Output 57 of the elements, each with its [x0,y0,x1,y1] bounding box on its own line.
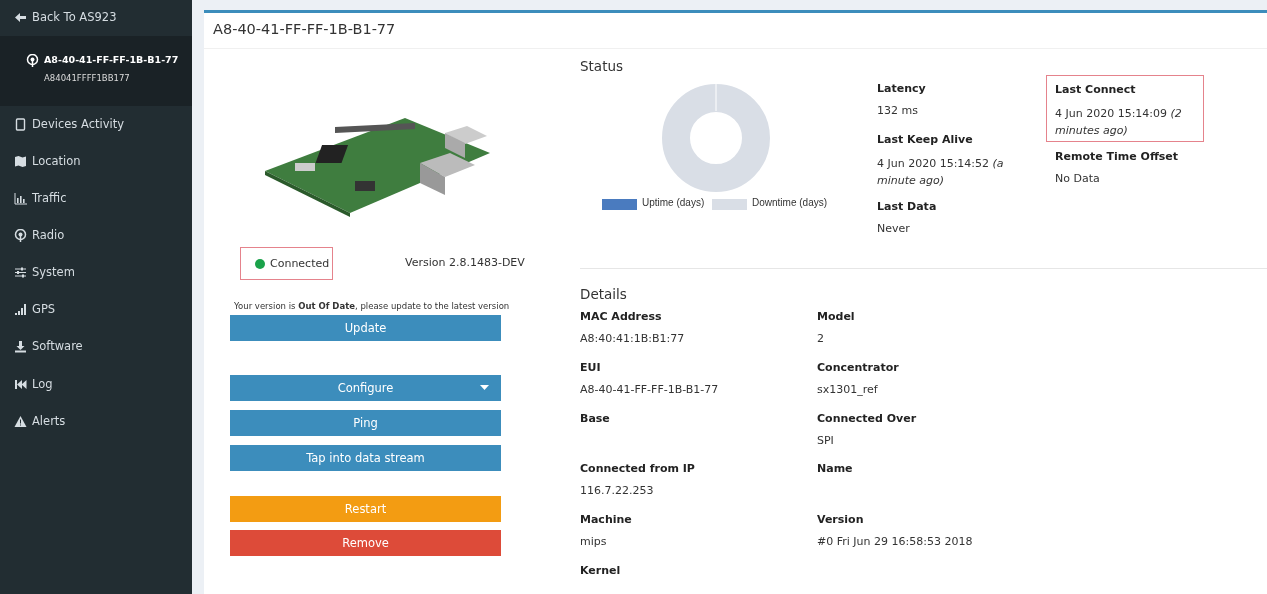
nav-link: Back To AS923 [14,10,117,24]
status-text: Connected [270,257,330,270]
dropdown-button: Configure [230,375,501,401]
field-label: Connected Over [817,412,917,425]
field-label: Kernel [580,564,621,577]
field-value: 116.7.22.253 [580,484,654,497]
field-value: A8:40:41:1B:B1:77 [580,332,685,345]
field-label: Base [580,412,610,425]
field-label: Last Keep Alive [877,133,973,146]
field-label: Remote Time Offset [1055,150,1179,163]
field-value: SPI [817,434,834,447]
section-heading: Details [580,286,627,302]
restart-button: Restart [230,496,501,522]
field-label: Concentrator [817,361,899,374]
update-notice: Your version is Out Of Date, please update to the latest version [234,301,510,311]
section-heading: Status [580,58,624,74]
nav-link: GPS [14,302,56,316]
device-id: A84041FFFF1BB177 [44,73,130,83]
field-label: Model [817,310,855,323]
nav-link: Software [14,339,83,353]
nav-link: Devices Activity [14,117,124,131]
field-label: Version [817,513,864,526]
field-label: Name [817,462,853,475]
nav-link: Log [14,377,53,391]
device-name: A8-40-41-FF-FF-1B-B1-77 [44,54,179,65]
nav-link: System [14,265,75,279]
highlight-box [1046,75,1204,142]
field-label: Connected from IP [580,462,695,475]
field-value: A8-40-41-FF-FF-1B-B1-77 [580,383,719,396]
ping-button: Ping [230,410,501,436]
field-value: 4 Jun 2020 15:14:09 (2 minutes ago) [1055,106,1183,139]
field-value: 2 [817,332,824,345]
field-value: Never [877,222,910,235]
remove-button: Remove [230,530,501,556]
field-value: No Data [1055,172,1100,185]
field-label: Machine [580,513,632,526]
field-value: mips [580,535,607,548]
legend-text: Uptime (days) [642,197,705,208]
field-label: MAC Address [580,310,662,323]
field-label: Last Data [877,200,937,213]
field-value: 132 ms [877,104,918,117]
nav-link: Alerts [14,414,66,428]
field-label: Last Connect [1055,83,1136,96]
field-value: 4 Jun 2020 15:14:52 (a minute ago) [877,156,1005,189]
page-title: A8-40-41-FF-FF-1B-B1-77 [213,21,396,37]
stream-button: Tap into data stream [230,445,501,471]
nav-link: Traffic [14,191,67,205]
field-label: EUI [580,361,601,374]
nav-link: Radio [14,228,65,242]
field-value: sx1301_ref [817,383,878,396]
nav-link: Location [14,154,81,168]
legend-text: Downtime (days) [752,197,828,208]
update-button: Update [230,315,501,341]
field-label: Latency [877,82,926,95]
version-text: Version 2.8.1483-DEV [405,256,525,269]
status-box [240,247,333,280]
field-value: #0 Fri Jun 29 16:58:53 2018 [817,535,973,548]
